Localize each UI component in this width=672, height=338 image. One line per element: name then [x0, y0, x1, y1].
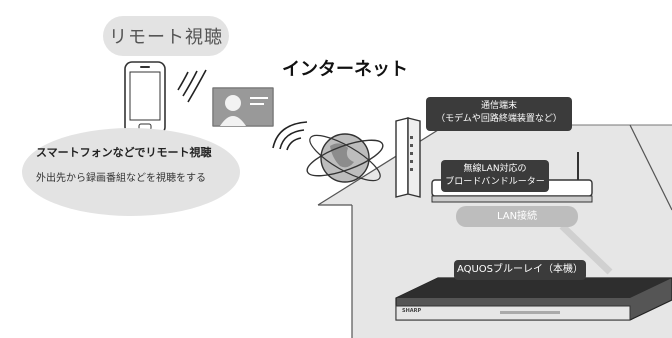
device-brand-logo: SHARP: [402, 308, 422, 314]
aquos-label: AQUOSブルーレイ（本機）: [454, 260, 586, 280]
remote-viewing-label: リモート視聴: [109, 27, 223, 48]
terminal-label-line1: 通信端末: [480, 101, 517, 111]
lan-cable: [559, 223, 613, 275]
smartphone-bubble: [22, 128, 240, 216]
video-thumbnail-icon: [212, 87, 274, 127]
remote-viewing-bubble: リモート視聴: [103, 16, 229, 56]
smartphone-bubble-title: スマートフォンなどでリモート視聴: [36, 146, 212, 159]
globe-icon: [306, 133, 384, 183]
smartphone-bubble-description: 外出先から録画番組などを視聴をする: [36, 173, 206, 184]
router-label-line2: ブロードバンドルーター: [445, 177, 545, 187]
modem-device-icon: [395, 117, 421, 198]
smartphone-icon: [124, 61, 166, 135]
terminal-label-line2: （モデムや回路終端装置など）: [436, 114, 562, 124]
bluray-recorder-icon: [395, 277, 672, 321]
router-label: 無線LAN対応の ブロードバンドルーター: [441, 160, 549, 192]
wireless-waves-icon: [272, 121, 308, 151]
terminal-label: 通信端末 （モデムや回路終端装置など）: [426, 97, 572, 131]
internet-label: インターネット: [282, 59, 408, 80]
wireless-waves-icon: [177, 69, 207, 103]
router-label-line1: 無線LAN対応の: [463, 164, 527, 174]
lan-connection-label: LAN接続: [456, 206, 578, 227]
